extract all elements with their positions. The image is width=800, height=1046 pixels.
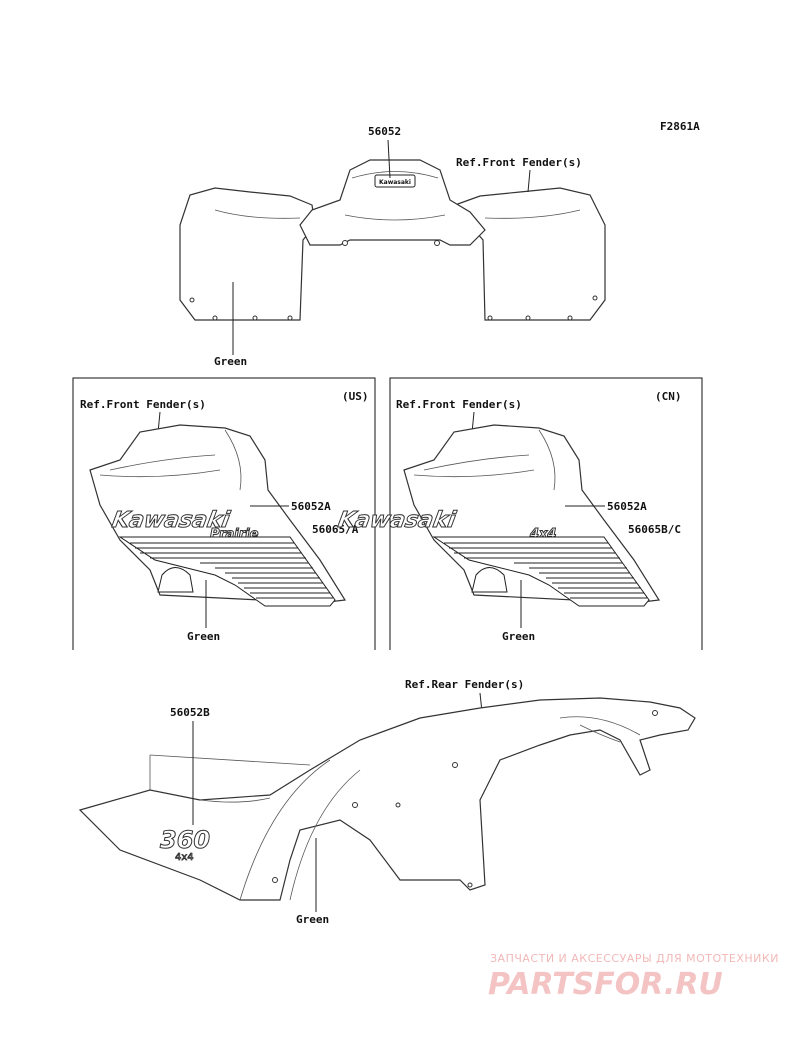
bolt-hole bbox=[342, 240, 348, 246]
bolt-hole bbox=[592, 295, 598, 301]
cn-wheel-arch bbox=[471, 567, 508, 593]
us-ref-label: Ref.Front Fender(s) bbox=[80, 398, 206, 411]
front-fender-right bbox=[454, 187, 606, 321]
cn-part-a: 56052A bbox=[607, 500, 647, 513]
watermark: ЗАПЧАСТИ И АКСЕССУАРЫ ДЛЯ МОТОТЕХНИКИ PA… bbox=[488, 952, 779, 1002]
bolt-hole bbox=[487, 315, 493, 321]
front-logo-text: Kawasaki bbox=[379, 179, 411, 186]
bolt-hole bbox=[287, 315, 293, 321]
rear-color-label: Green bbox=[296, 913, 329, 926]
bolt-hole bbox=[272, 877, 278, 883]
cn-kawasaki-decal: Kawasaki bbox=[336, 507, 458, 533]
cn-panel: (CN) Ref.Front Fender(s) Kawasaki 4x4 56… bbox=[336, 377, 703, 650]
front-ref-label: Ref.Front Fender(s) bbox=[456, 156, 582, 169]
bolt-hole bbox=[189, 297, 195, 303]
rear-4x4-decal: 4x4 bbox=[175, 852, 194, 863]
rear-fender-view: Ref.Rear Fender(s) 360 4x4 56052B Green bbox=[78, 678, 696, 926]
rear-fender bbox=[78, 697, 696, 901]
front-logo-decal bbox=[374, 174, 416, 188]
bolt-hole bbox=[352, 802, 358, 808]
front-fender-left bbox=[179, 187, 316, 321]
rear-decal-area bbox=[155, 818, 227, 858]
rear-360-decal: 360 bbox=[160, 826, 210, 854]
bolt-hole bbox=[467, 882, 473, 888]
us-panel: (US) Ref.Front Fender(s) Kawasaki Prairi… bbox=[72, 377, 376, 650]
cn-region-label: (CN) bbox=[655, 390, 682, 403]
cn-color-label: Green bbox=[502, 630, 535, 643]
us-region-label: (US) bbox=[342, 390, 369, 403]
bolt-hole bbox=[525, 315, 531, 321]
bolt-hole bbox=[567, 315, 573, 321]
bolt-hole bbox=[652, 710, 658, 716]
bolt-hole bbox=[434, 240, 440, 246]
front-fender-center bbox=[299, 159, 486, 246]
us-color-label: Green bbox=[187, 630, 220, 643]
bolt-hole bbox=[395, 802, 401, 808]
front-color-label: Green bbox=[214, 355, 247, 368]
figure-code: F2861A bbox=[660, 120, 700, 133]
cn-ref-label: Ref.Front Fender(s) bbox=[396, 398, 522, 411]
bolt-hole bbox=[252, 315, 258, 321]
front-part-number: 56052 bbox=[368, 125, 401, 138]
watermark-brand: PARTSFOR.RU bbox=[488, 967, 723, 1002]
bolt-hole bbox=[212, 315, 218, 321]
rear-ref-label: Ref.Rear Fender(s) bbox=[405, 678, 524, 691]
us-kawasaki-decal: Kawasaki bbox=[110, 507, 232, 533]
bolt-hole bbox=[452, 762, 458, 768]
front-fender-view: Kawasaki 56052 Ref.Front Fender(s) Green bbox=[179, 125, 606, 368]
us-wheel-arch bbox=[157, 567, 194, 593]
us-part-b: 56065/A bbox=[312, 523, 359, 536]
cn-part-b: 56065B/C bbox=[628, 523, 681, 536]
rear-part-number: 56052B bbox=[170, 706, 210, 719]
watermark-tagline: ЗАПЧАСТИ И АКСЕССУАРЫ ДЛЯ МОТОТЕХНИКИ bbox=[490, 952, 779, 965]
us-part-a: 56052A bbox=[291, 500, 331, 513]
